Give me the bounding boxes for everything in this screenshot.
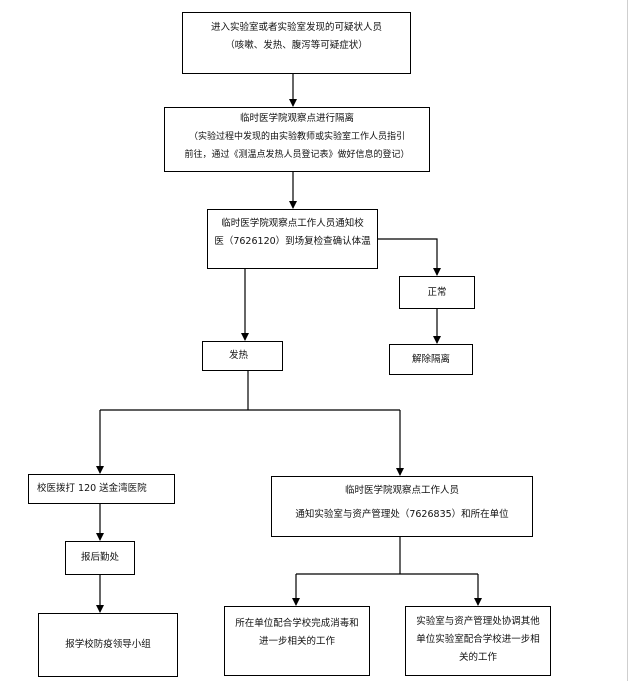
node-isolation-line3: 前往，通过《测温点发热人员登记表》做好信息的登记） bbox=[184, 150, 410, 160]
node-report-group-label: 报学校防疫领导小组 bbox=[65, 639, 151, 650]
node-entry-line2: （咳嗽、发热、腹泻等可疑症状） bbox=[225, 40, 368, 51]
node-release-label: 解除隔离 bbox=[411, 354, 450, 365]
node-call-120-label: 校医拨打 120 送金湾医院 bbox=[37, 483, 147, 494]
node-notify-doctor: 临时医学院观察点工作人员通知校 医（7626120）到场复检查确认体温 bbox=[207, 209, 378, 269]
node-lab-coord-line2: 单位实验室配合学校进一步相 bbox=[416, 634, 540, 645]
node-fever: 发热 bbox=[202, 341, 283, 371]
node-notify-lab: 临时医学院观察点工作人员 通知实验室与资产管理处（7626835）和所在单位 bbox=[271, 476, 533, 537]
node-isolation-line1: 临时医学院观察点进行隔离 bbox=[239, 113, 354, 124]
node-unit-disinfect-line1: 所在单位配合学校完成消毒和 bbox=[235, 618, 359, 629]
node-isolation-line2: （实验过程中发现的由实验教师或实验室工作人员指引 bbox=[188, 132, 405, 142]
arrow-notify-to-normal bbox=[378, 238, 441, 276]
node-normal: 正常 bbox=[399, 276, 475, 309]
node-report-dept-label: 报后勤处 bbox=[80, 552, 119, 563]
node-report-group: 报学校防疫领导小组 bbox=[38, 613, 178, 677]
node-release: 解除隔离 bbox=[389, 344, 473, 375]
node-isolation: 临时医学院观察点进行隔离 （实验过程中发现的由实验教师或实验室工作人员指引 前往… bbox=[164, 107, 430, 172]
node-lab-coord: 实验室与资产管理处协调其他 单位实验室配合学校进一步相 关的工作 bbox=[405, 606, 551, 676]
node-notify-doctor-line2: 医（7626120）到场复检查确认体温 bbox=[214, 236, 371, 247]
node-entry-line1: 进入实验室或者实验室发现的可疑状人员 bbox=[210, 22, 382, 33]
node-lab-coord-line3: 关的工作 bbox=[458, 652, 497, 663]
node-unit-disinfect: 所在单位配合学校完成消毒和 进一步相关的工作 bbox=[224, 606, 370, 676]
node-normal-label: 正常 bbox=[427, 287, 447, 298]
node-fever-label: 发热 bbox=[229, 350, 249, 361]
node-notify-lab-line1: 临时医学院观察点工作人员 bbox=[344, 485, 459, 496]
node-notify-doctor-line1: 临时医学院观察点工作人员通知校 bbox=[221, 218, 364, 229]
node-lab-coord-line1: 实验室与资产管理处协调其他 bbox=[416, 616, 540, 627]
node-unit-disinfect-line2: 进一步相关的工作 bbox=[258, 636, 335, 647]
node-entry: 进入实验室或者实验室发现的可疑状人员 （咳嗽、发热、腹泻等可疑症状） bbox=[182, 12, 411, 74]
page-edge bbox=[627, 0, 628, 681]
node-report-dept: 报后勤处 bbox=[65, 541, 135, 575]
node-notify-lab-line2: 通知实验室与资产管理处（7626835）和所在单位 bbox=[295, 509, 509, 520]
node-call-120: 校医拨打 120 送金湾医院 bbox=[28, 474, 175, 504]
